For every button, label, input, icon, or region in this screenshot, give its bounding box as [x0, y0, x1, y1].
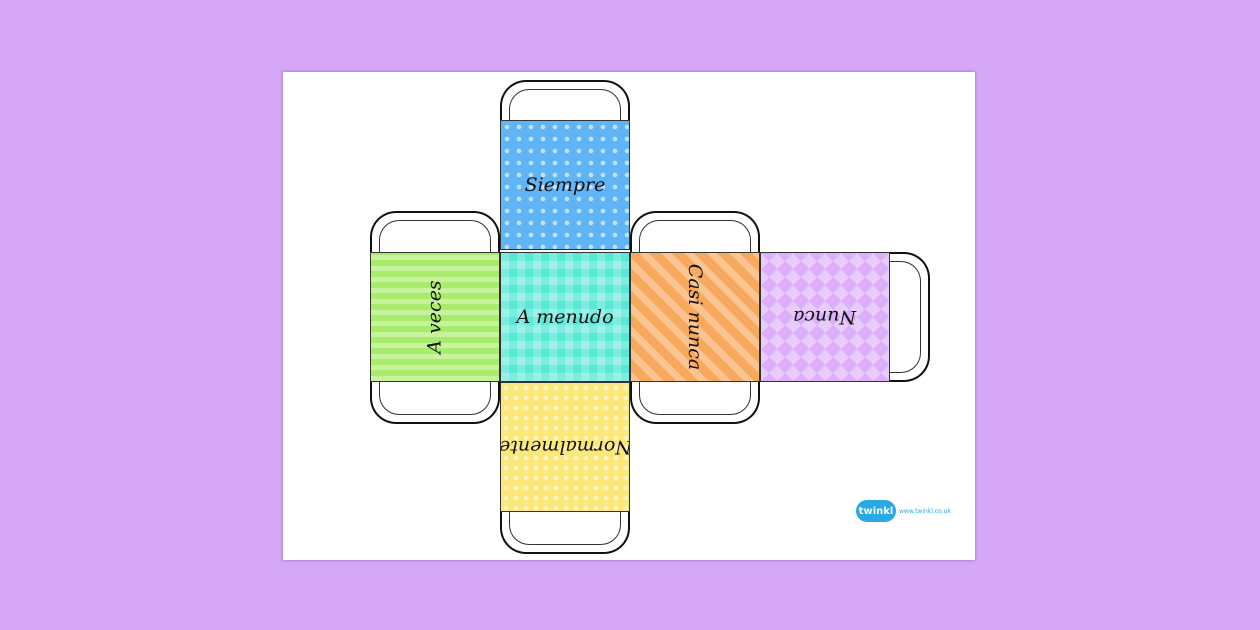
face-label-left: A veces — [424, 280, 446, 354]
glue-tab-top — [500, 80, 630, 122]
glue-tab-left-upper — [370, 211, 500, 254]
cube-face-far-right: Nunca — [760, 252, 890, 382]
glue-tab-bottom — [500, 510, 630, 554]
cube-face-top: Siempre — [500, 120, 630, 250]
face-label-top: Siempre — [524, 174, 606, 196]
glue-tab-left-lower — [370, 380, 500, 424]
cube-face-center: A menudo — [500, 252, 630, 382]
face-label-far-right: Nunca — [793, 306, 857, 328]
cube-face-left: A veces — [370, 252, 500, 382]
glue-tab-far-right — [888, 252, 930, 382]
face-label-center: A menudo — [516, 306, 614, 328]
glue-tab-right-upper — [630, 211, 760, 254]
cube-face-bottom: Normalmente — [500, 382, 630, 512]
brand-url: www.twinkl.co.uk — [899, 508, 951, 515]
face-label-right: Casi nunca — [683, 263, 706, 371]
cube-face-right: Casi nunca — [630, 252, 760, 382]
glue-tab-right-lower — [630, 380, 760, 424]
face-label-bottom: Normalmente — [500, 436, 630, 458]
twinkl-logo-icon: twinkl — [856, 500, 896, 522]
